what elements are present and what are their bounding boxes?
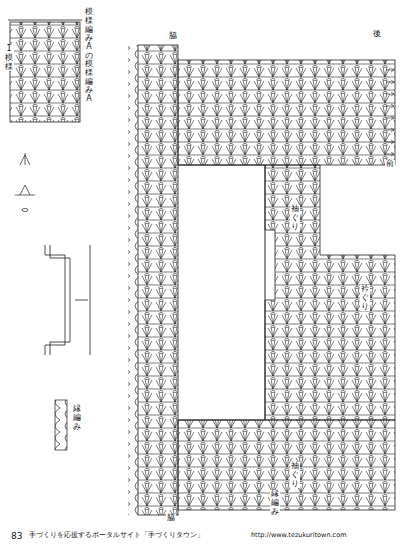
chart-title: 模様編みA — [84, 60, 94, 104]
footer-text: 手づくりを応援するポータルサイト「手づくりタウン」 — [28, 532, 205, 539]
symbol-key — [15, 153, 35, 212]
edging-sample — [55, 400, 67, 450]
stitch-area — [128, 45, 395, 515]
row-arrow — [386, 80, 394, 84]
page-number: 83 — [10, 532, 23, 542]
pattern-swatch — [8, 20, 82, 122]
section-label: 縁編み — [72, 405, 82, 431]
row-arrow — [386, 128, 394, 132]
row-arrow — [386, 116, 394, 120]
row-arrow — [386, 152, 394, 156]
row-arrow — [386, 92, 394, 96]
part-name: 脇 — [166, 514, 176, 523]
row-arrow — [386, 104, 394, 108]
row-arrow — [386, 68, 394, 72]
section-label: 袖ぐり — [290, 462, 300, 488]
row-arrow — [386, 140, 394, 144]
section-label: 縁編み — [270, 490, 280, 516]
section-label: 衿ぐり — [360, 285, 370, 311]
part-name: 脇 — [168, 32, 178, 41]
footer-url: http://www.tezukuritown.com — [250, 532, 347, 539]
part-name: 後 — [372, 30, 382, 39]
piece-schematic — [45, 245, 90, 355]
part-name: 前 — [385, 160, 395, 169]
repeat-label: 1模様 — [4, 45, 14, 71]
row-arrows — [386, 68, 394, 156]
section-label: 袖ぐり — [290, 205, 300, 231]
